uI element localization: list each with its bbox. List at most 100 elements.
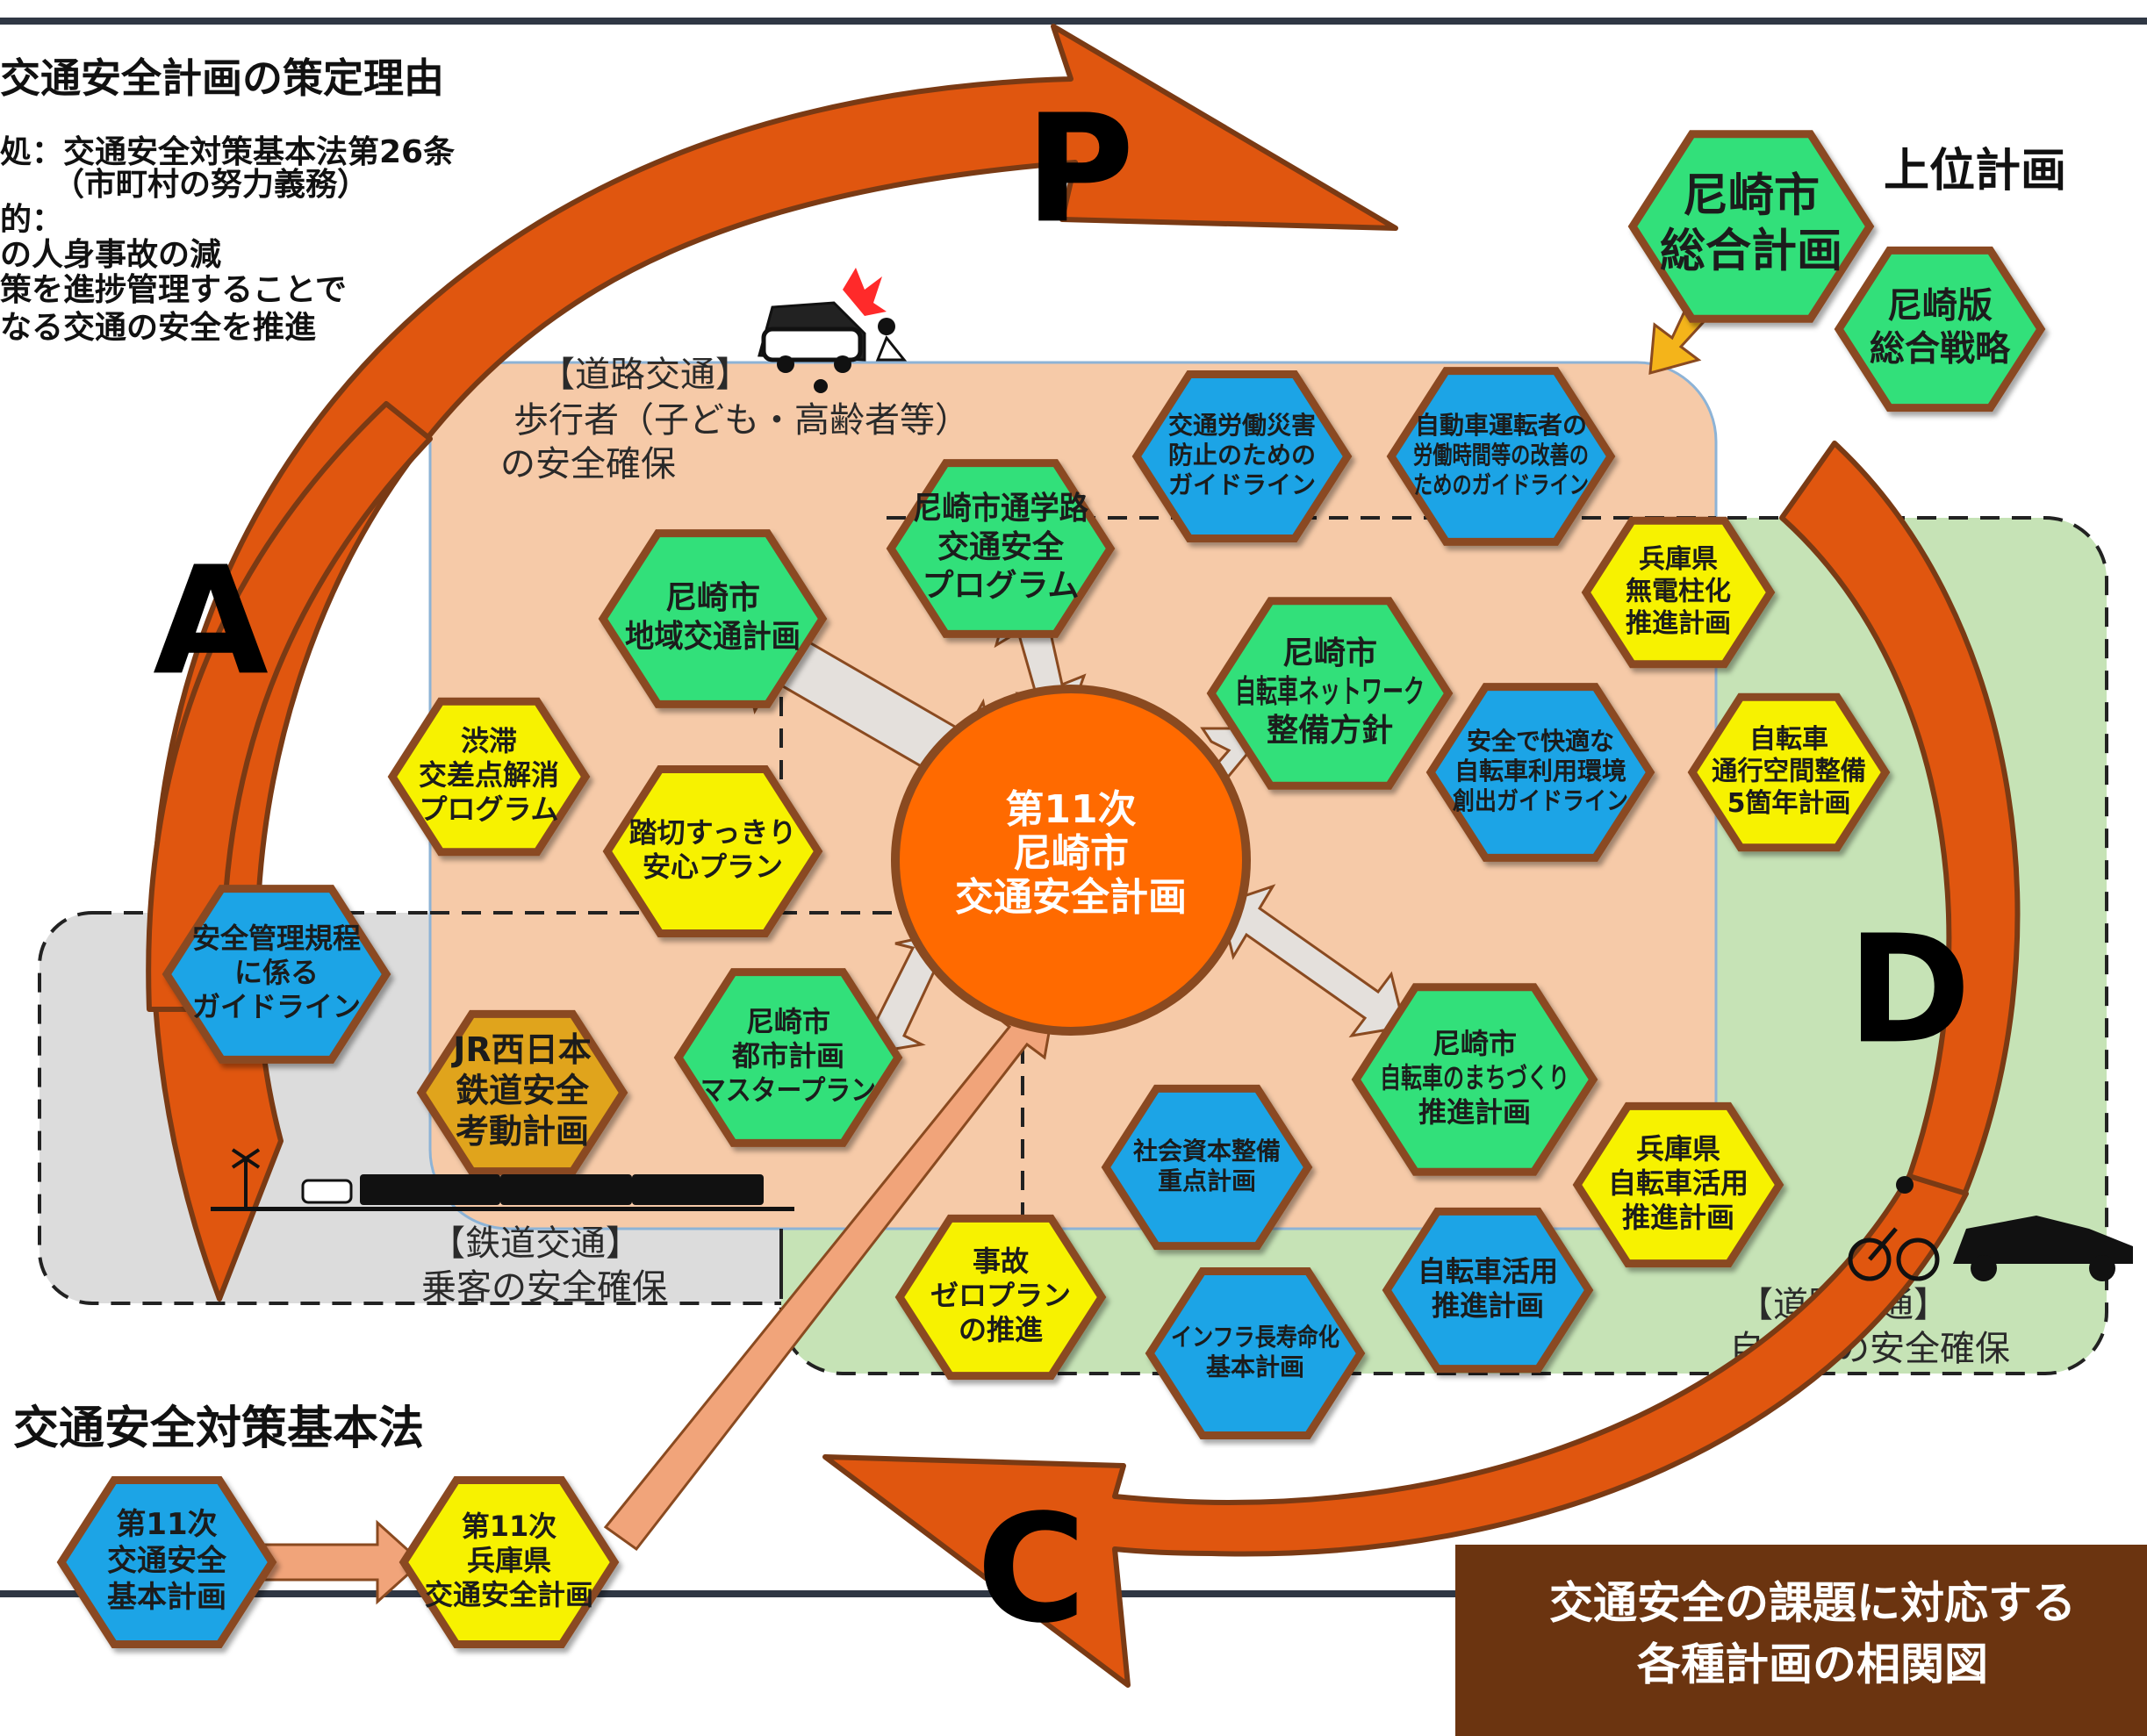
hex-label: 鉄道安全 bbox=[456, 1072, 590, 1110]
svg-text:の人身事故の減: の人身事故の減 bbox=[0, 237, 221, 273]
bicycle-accident-icon bbox=[1848, 1176, 2133, 1281]
plan-hexagons: 尼崎市総合計画尼崎版総合戦略交通労働災害防止のためのガイドライン自動車運転者の労… bbox=[56, 130, 2046, 1648]
hex-label: 自転車利用環境 bbox=[1454, 757, 1626, 786]
cycle-letter-p: P bbox=[1025, 82, 1135, 256]
svg-text:【道路交通】: 【道路交通】 bbox=[540, 355, 750, 395]
hex-shape bbox=[1834, 246, 2046, 412]
hex-label: 推進計画 bbox=[1418, 1095, 1531, 1129]
hex-label: 兵庫県 bbox=[1636, 1132, 1720, 1166]
svg-text:処：交通安全対策基本法第26条: 処：交通安全対策基本法第26条 bbox=[0, 133, 455, 170]
hex-label: 自転車活用 bbox=[1418, 1255, 1558, 1288]
hex-shape bbox=[387, 697, 591, 857]
hex-label: 自転車ネットワーク bbox=[1235, 674, 1425, 710]
hex-label: 渋滞 bbox=[461, 724, 517, 757]
act-arrow bbox=[146, 401, 433, 1012]
hex-shape bbox=[1131, 370, 1353, 542]
hex-label: 踏切すっきり bbox=[629, 816, 797, 850]
hex-label: 交通労働災害 bbox=[1168, 411, 1316, 440]
hex-label: 整備方針 bbox=[1267, 713, 1393, 749]
hex-label: 尼崎市 bbox=[665, 580, 760, 616]
hex-label: 労働時間等の改善の bbox=[1413, 441, 1589, 470]
hex-label: ためのガイドライン bbox=[1413, 470, 1589, 499]
hex-label: 基本計画 bbox=[107, 1580, 226, 1615]
train-crossing-icon bbox=[211, 1148, 794, 1211]
center-line-1: 第11次 bbox=[1005, 787, 1136, 832]
cycle-letter-d: D bbox=[1847, 903, 1971, 1077]
svg-text:乗客の安全確保: 乗客の安全確保 bbox=[421, 1267, 667, 1308]
hex-label: 重点計画 bbox=[1158, 1166, 1256, 1195]
hex-label: 防止のための bbox=[1168, 441, 1316, 470]
hex-label: 推進計画 bbox=[1622, 1201, 1734, 1234]
svg-text:的：: 的： bbox=[0, 202, 63, 238]
hex-label: 兵庫県 bbox=[467, 1544, 551, 1577]
hex-label: 第11次 bbox=[116, 1507, 217, 1542]
hex-shape bbox=[416, 1009, 628, 1176]
check-arrow bbox=[822, 1173, 1969, 1688]
hex-label: 交差点解消 bbox=[419, 758, 559, 792]
hex-label: に係る bbox=[234, 956, 319, 989]
hex-label: 安全で快適な bbox=[1467, 727, 1614, 756]
hex-shape bbox=[1206, 597, 1454, 790]
hex-shape bbox=[1425, 683, 1655, 862]
hex-label: 兵庫県 bbox=[1639, 544, 1718, 575]
hex-label: 自転車のまちづくり bbox=[1380, 1061, 1569, 1094]
hex-shape bbox=[1101, 1084, 1313, 1251]
hex-label: 事故 bbox=[973, 1245, 1029, 1278]
hex-label: 尼崎市 bbox=[1433, 1027, 1517, 1060]
diagram-caption: 交通安全の課題に対応する 各種計画の相関図 bbox=[1455, 1545, 2147, 1736]
svg-text:（市町村の努力義務）: （市町村の努力義務） bbox=[53, 167, 369, 203]
hex-shape bbox=[886, 459, 1116, 638]
hex-label: 尼崎市 bbox=[746, 1005, 830, 1038]
hex-shape bbox=[894, 1214, 1107, 1381]
hex-label: 尼崎版 bbox=[1887, 286, 1993, 326]
hex-label: JR西日本 bbox=[450, 1030, 591, 1069]
header-block: 交通安全計画の策定理由 処：交通安全対策基本法第26条 （市町村の努力義務） 的… bbox=[0, 54, 455, 346]
hex-label: 尼崎市 bbox=[1282, 635, 1377, 671]
hex-label: 安心プラン bbox=[643, 850, 783, 884]
pdca-cycle bbox=[146, 24, 2021, 1688]
hex-label: ガイドライン bbox=[192, 990, 361, 1023]
plan-arrow bbox=[150, 24, 1398, 1302]
hex-shape bbox=[598, 529, 828, 708]
svg-text:の安全確保: の安全確保 bbox=[500, 444, 676, 484]
hex-label: 交通安全 bbox=[937, 528, 1065, 565]
hex-label: 自転車活用 bbox=[1608, 1166, 1748, 1200]
center-line-3: 交通安全計画 bbox=[955, 875, 1187, 920]
cycle-letter-a: A bbox=[153, 534, 269, 708]
hex-shape bbox=[1145, 1267, 1366, 1439]
hex-shape bbox=[1382, 1207, 1594, 1374]
hex-shape bbox=[1572, 1101, 1784, 1268]
hex-label: 総合計画 bbox=[1660, 226, 1842, 278]
car-accident-icon bbox=[758, 268, 908, 393]
hex-label: 第11次 bbox=[462, 1510, 557, 1543]
svg-text:歩行者（子ども・高齢者等）: 歩行者（子ども・高齢者等） bbox=[513, 400, 970, 441]
hex-label: ゼロプラン bbox=[930, 1279, 1071, 1312]
hex-label: の推進 bbox=[959, 1313, 1043, 1346]
hex-shape bbox=[162, 885, 391, 1064]
hex-label: 通行空間整備 bbox=[1712, 757, 1866, 787]
upper-plan-title: 上位計画 bbox=[1884, 145, 2066, 197]
svg-text:各種計画の相関図: 各種計画の相関図 bbox=[1637, 1639, 1988, 1690]
header-title: 交通安全計画の策定理由 bbox=[0, 54, 444, 102]
hex-label: 無電柱化 bbox=[1626, 577, 1731, 607]
hex-label: 交通安全計画 bbox=[425, 1578, 593, 1611]
hex-shape bbox=[56, 1476, 277, 1648]
hex-shape bbox=[673, 968, 903, 1147]
hex-label: 基本計画 bbox=[1206, 1352, 1304, 1381]
hex-label: 交通安全 bbox=[107, 1544, 227, 1579]
hex-label: プログラム bbox=[419, 793, 558, 826]
hex-label: 自動車運転者の bbox=[1415, 411, 1587, 440]
hex-label: 尼崎市 bbox=[1683, 169, 1820, 222]
hex-label: 5箇年計画 bbox=[1727, 788, 1851, 819]
